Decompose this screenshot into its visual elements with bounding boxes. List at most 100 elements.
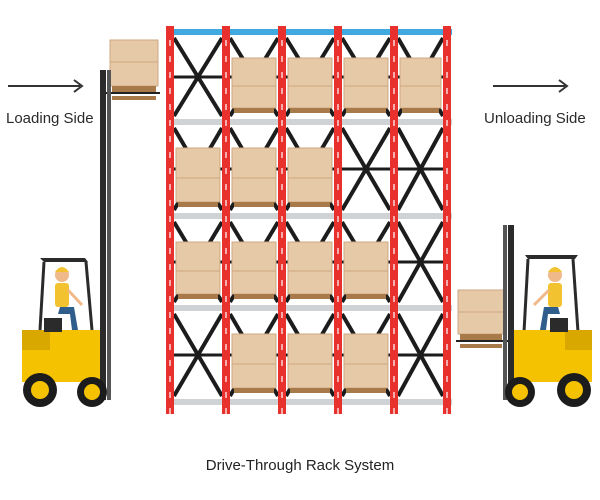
rack-beam: [166, 213, 452, 219]
upright-slot: [169, 392, 171, 398]
pallet-icon: [234, 294, 274, 299]
upright-slot: [281, 376, 283, 382]
upright-slot: [393, 312, 395, 318]
upright-slot: [281, 264, 283, 270]
pallet-icon: [178, 202, 218, 207]
upright-slot: [393, 88, 395, 94]
unloading-arrow-icon: [493, 79, 569, 93]
upright-slot: [169, 184, 171, 190]
pallet-icon: [402, 108, 439, 113]
upright-slot: [281, 280, 283, 286]
upright-slot: [446, 376, 448, 382]
pallet-icon: [346, 388, 386, 393]
upright-slot: [393, 280, 395, 286]
upright-slot: [225, 168, 227, 174]
upright-slot: [281, 408, 283, 414]
upright-slot: [337, 360, 339, 366]
upright-slot: [446, 216, 448, 222]
upright-slot: [169, 136, 171, 142]
upright-slot: [225, 376, 227, 382]
upright-slot: [393, 56, 395, 62]
upright-slot: [169, 232, 171, 238]
upright-slot: [169, 104, 171, 110]
upright-slot: [337, 120, 339, 126]
upright-slot: [281, 104, 283, 110]
upright-slot: [337, 200, 339, 206]
upright-slot: [281, 184, 283, 190]
upright-slot: [446, 40, 448, 46]
upright-slot: [281, 328, 283, 334]
upright-slot: [225, 312, 227, 318]
upright-slot: [393, 264, 395, 270]
upright-slot: [446, 296, 448, 302]
upright-slot: [281, 120, 283, 126]
upright-slot: [393, 200, 395, 206]
upright-slot: [446, 200, 448, 206]
upright-slot: [446, 184, 448, 190]
pallet-icon: [346, 108, 386, 113]
upright-slot: [225, 408, 227, 414]
carton-icon: [343, 57, 389, 109]
upright-slot: [281, 40, 283, 46]
upright-slot: [393, 392, 395, 398]
upright-slot: [337, 392, 339, 398]
upright-slot: [281, 72, 283, 78]
upright-slot: [446, 344, 448, 350]
carton-icon: [399, 57, 442, 109]
upright-slot: [337, 40, 339, 46]
upright-slot: [169, 296, 171, 302]
upright-slot: [225, 216, 227, 222]
upright-slot: [169, 408, 171, 414]
carton-icon: [175, 241, 221, 295]
pallet-icon: [234, 388, 274, 393]
upright-slot: [393, 184, 395, 190]
loading-side-label: Loading Side: [6, 110, 94, 127]
pallet-icon: [234, 202, 274, 207]
lowered-pallet-icon: [456, 289, 512, 348]
upright-slot: [337, 264, 339, 270]
upright-slot: [446, 88, 448, 94]
upright-slot: [393, 136, 395, 142]
upright-slot: [169, 40, 171, 46]
upright-slot: [169, 328, 171, 334]
upright-slot: [393, 168, 395, 174]
upright-slot: [337, 168, 339, 174]
upright-slot: [225, 296, 227, 302]
upright-slot: [337, 376, 339, 382]
upright-slot: [169, 120, 171, 126]
pallet-icon: [290, 388, 330, 393]
upright-slot: [225, 72, 227, 78]
upright-slot: [337, 88, 339, 94]
upright-slot: [225, 40, 227, 46]
upright-slot: [446, 56, 448, 62]
upright-slot: [393, 72, 395, 78]
upright-slot: [393, 328, 395, 334]
upright-slot: [393, 344, 395, 350]
upright-slot: [393, 248, 395, 254]
upright-slot: [337, 216, 339, 222]
upright-slot: [169, 248, 171, 254]
upright-slot: [337, 344, 339, 350]
forklift-right-icon: [456, 225, 592, 407]
upright-slot: [169, 280, 171, 286]
upright-slot: [281, 360, 283, 366]
upright-slot: [225, 264, 227, 270]
upright-slot: [225, 120, 227, 126]
carton-icon: [287, 147, 333, 203]
upright-slot: [281, 136, 283, 142]
upright-slot: [446, 280, 448, 286]
upright-slot: [393, 104, 395, 110]
upright-slot: [281, 296, 283, 302]
upright-slot: [337, 248, 339, 254]
upright-slot: [169, 72, 171, 78]
upright-slot: [225, 56, 227, 62]
rack-beam: [166, 305, 452, 311]
upright-slot: [446, 168, 448, 174]
upright-slot: [446, 104, 448, 110]
upright-slot: [393, 296, 395, 302]
upright-slot: [169, 56, 171, 62]
upright-slot: [225, 136, 227, 142]
loading-arrow-icon: [8, 79, 84, 93]
upright-slot: [446, 136, 448, 142]
